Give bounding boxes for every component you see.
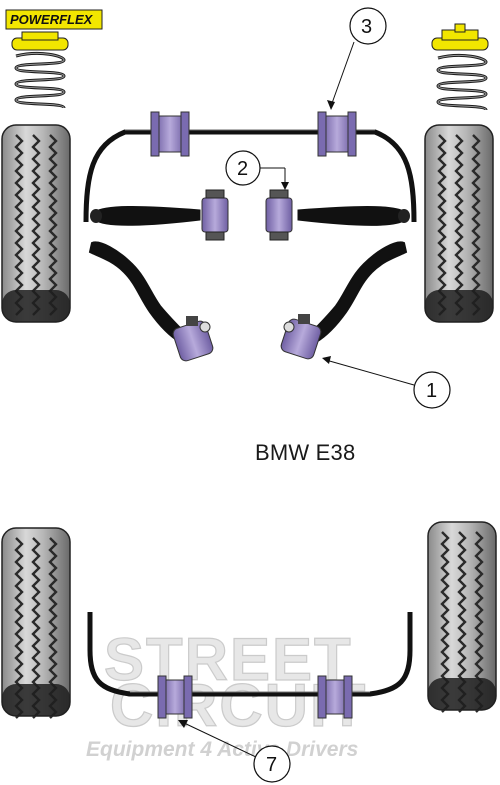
callout-7: 7: [178, 720, 291, 783]
callout-1: 1: [322, 356, 451, 409]
front-track-arm-bush-left: [201, 189, 229, 241]
front-left-tyre: [1, 124, 71, 323]
front-wishbone-bush-right: [280, 314, 322, 360]
callout-1-label: 1: [426, 380, 437, 402]
callout-7-label: 7: [266, 754, 277, 776]
rear-arb-bush-left: [157, 675, 193, 719]
front-right-wishbone: [308, 241, 408, 344]
front-right-spring: [431, 23, 489, 112]
front-arb-bush-right: [317, 111, 357, 157]
watermark-tagline: Equipment 4 Active Drivers: [86, 738, 358, 761]
rear-right-tyre: [427, 521, 497, 714]
front-right-track-arm: [297, 206, 410, 226]
front-left-spring: [11, 31, 69, 110]
rear-arb-bush-right: [317, 675, 353, 719]
vehicle-model-caption: BMW E38: [255, 440, 356, 465]
front-arb-bush-left: [150, 111, 190, 157]
front-left-track-arm: [90, 206, 201, 226]
front-left-wishbone: [88, 241, 188, 344]
rear-left-tyre: [1, 527, 71, 720]
front-wishbone-bush-left: [172, 316, 214, 362]
front-right-tyre: [424, 124, 494, 323]
callout-2: 2: [225, 150, 289, 190]
callout-3: 3: [327, 7, 387, 110]
powerflex-logo-text: POWERFLEX: [10, 12, 94, 27]
callout-3-label: 3: [361, 16, 372, 38]
callout-2-label: 2: [237, 158, 248, 180]
front-track-arm-bush-right: [265, 189, 293, 241]
powerflex-logo: POWERFLEX: [5, 9, 103, 30]
watermark-line1: STREET: [104, 626, 353, 693]
